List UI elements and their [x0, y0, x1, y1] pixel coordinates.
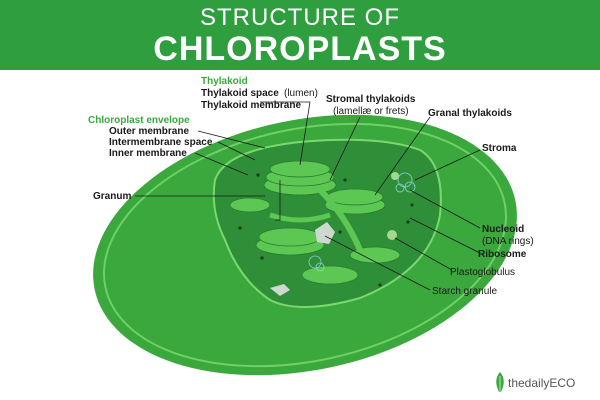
title-line-1: STRUCTURE OF: [200, 4, 400, 31]
label-stroma: Stroma: [482, 143, 517, 154]
label-thylakoid-space-note: (lumen): [284, 88, 318, 99]
label-starch-granule: Starch granule: [432, 286, 497, 297]
leaf-icon: [496, 372, 504, 392]
label-thylakoid: Thylakoid: [201, 76, 248, 87]
brand-name: thedailyECO: [508, 376, 576, 390]
label-granum: Granum: [93, 191, 131, 202]
label-stromal-thylakoids-note: (lamellæ or frets): [333, 106, 409, 117]
label-plastoglobulus: Plastoglobulus: [450, 267, 515, 278]
header-banner: STRUCTURE OF CHLOROPLASTS: [0, 0, 600, 70]
label-stromal-thylakoids: Stromal thylakoids: [326, 94, 416, 105]
label-thylakoid-membrane: Thylakoid membrane: [201, 100, 301, 111]
label-chloroplast-envelope: Chloroplast envelope: [88, 115, 190, 126]
leader-lines: [135, 101, 481, 291]
outer-membrane-highlight: [103, 122, 507, 368]
label-nucleoid-note: (DNA rings): [482, 236, 534, 247]
label-thylakoid-space: Thylakoid space: [201, 88, 279, 99]
label-ribosome: Ribosome: [478, 249, 527, 260]
plastoglobulus-2: [391, 172, 399, 180]
label-inner-membrane: Inner membrane: [109, 148, 187, 159]
ribosomes: [238, 173, 414, 287]
label-outer-membrane: Outer membrane: [109, 126, 189, 137]
title-line-2: CHLOROPLASTS: [153, 30, 447, 68]
label-nucleoid: Nucleoid: [482, 224, 524, 235]
label-granal-thylakoids: Granal thylakoids: [428, 108, 512, 119]
label-intermembrane-space: Intermembrane space: [109, 137, 213, 148]
grana-stacks: [229, 160, 401, 285]
plastoglobulus: [387, 230, 397, 240]
nucleoid-dna: [308, 172, 416, 272]
